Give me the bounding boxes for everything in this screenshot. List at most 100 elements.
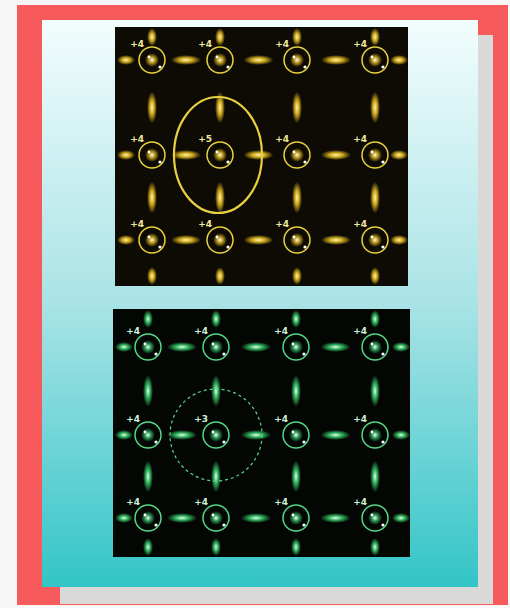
electron-bond [390, 55, 408, 65]
charge-label-box: +4 [345, 491, 367, 509]
charge-label: +4 [275, 219, 289, 229]
electron-bond [321, 430, 351, 440]
charge-label: +4 [194, 497, 208, 507]
charge-label: +4 [130, 39, 144, 49]
lattice-background [113, 309, 410, 557]
electron-bond [292, 28, 302, 46]
charge-label-box: +4 [186, 320, 208, 338]
atom-symbol [135, 505, 161, 531]
charge-label-box: +3 [186, 408, 208, 426]
atom-symbol [283, 422, 309, 448]
atom-symbol [139, 142, 165, 168]
charge-label-box: +4 [345, 408, 367, 426]
electron-bond [291, 310, 301, 328]
atom-symbol [207, 142, 233, 168]
charge-label-box: +4 [186, 491, 208, 509]
atom-symbol [362, 142, 388, 168]
charge-label-box: +5 [190, 128, 212, 146]
electron-bond [147, 267, 157, 285]
electron-bond [244, 150, 274, 160]
charge-label-box: +4 [345, 128, 367, 146]
electron-bond [390, 235, 408, 245]
electron-bond [244, 55, 274, 65]
charge-label: +4 [353, 39, 367, 49]
electron-bond [370, 28, 380, 46]
electron-bond [167, 513, 197, 523]
electron-bond [143, 375, 153, 407]
electron-bond [143, 461, 153, 493]
charge-label: +4 [198, 219, 212, 229]
electron-bond [370, 267, 380, 285]
atom-symbol [362, 334, 388, 360]
charge-label: +4 [353, 414, 367, 424]
electron-bond [171, 55, 201, 65]
electron-bond [117, 55, 135, 65]
electron-bond [147, 28, 157, 46]
charge-label: +4 [274, 326, 288, 336]
atom-symbol [139, 47, 165, 73]
charge-label: +4 [275, 134, 289, 144]
charge-label-box: +4 [345, 213, 367, 231]
charge-label-box: +4 [118, 408, 140, 426]
electron-bond [370, 375, 380, 407]
electron-bond [143, 310, 153, 328]
electron-bond [215, 182, 225, 214]
electron-bond [392, 513, 410, 523]
electron-bond [241, 513, 271, 523]
electron-bond [167, 430, 197, 440]
charge-label-box: +4 [266, 320, 288, 338]
charge-label: +4 [353, 134, 367, 144]
electron-bond [291, 375, 301, 407]
electron-bond [171, 235, 201, 245]
charge-label: +4 [126, 326, 140, 336]
electron-bond [321, 150, 351, 160]
charge-label: +4 [194, 326, 208, 336]
electron-bond [115, 430, 133, 440]
free-electron-orbit [174, 97, 262, 213]
charge-label-box: +4 [118, 491, 140, 509]
atom-symbol [135, 422, 161, 448]
atom-symbol [362, 227, 388, 253]
atom-symbol [362, 422, 388, 448]
electron-bond [292, 92, 302, 124]
charge-label-box: +4 [118, 320, 140, 338]
electron-bond [370, 461, 380, 493]
electron-bond [211, 461, 221, 493]
charge-label-box: +4 [190, 213, 212, 231]
electron-bond [211, 538, 221, 556]
electron-bond [321, 235, 351, 245]
electron-bond [117, 150, 135, 160]
electron-bond [321, 55, 351, 65]
electron-bond [117, 235, 135, 245]
charge-label-box: +4 [122, 33, 144, 51]
electron-bond [215, 267, 225, 285]
charge-label-box: +4 [122, 213, 144, 231]
electron-bond [370, 182, 380, 214]
atom-symbol [139, 227, 165, 253]
electron-bond [241, 430, 271, 440]
atom-symbol [362, 505, 388, 531]
electron-bond [291, 538, 301, 556]
charge-label-box: +4 [267, 128, 289, 146]
electron-bond [147, 182, 157, 214]
atom-symbol [135, 334, 161, 360]
electron-bond [241, 342, 271, 352]
charge-label-box: +4 [267, 213, 289, 231]
charge-label: +3 [194, 414, 208, 424]
charge-label: +4 [353, 219, 367, 229]
electron-bond [370, 92, 380, 124]
charge-label: +5 [198, 134, 212, 144]
red-frame [17, 5, 508, 605]
electron-bond [115, 513, 133, 523]
electron-bond [167, 342, 197, 352]
charge-label-box: +4 [345, 33, 367, 51]
atom-symbol [203, 422, 229, 448]
charge-label: +4 [274, 414, 288, 424]
electron-bond [215, 28, 225, 46]
electron-bond [370, 538, 380, 556]
electron-bond [147, 92, 157, 124]
atom-symbol [203, 334, 229, 360]
electron-bond [211, 375, 221, 407]
